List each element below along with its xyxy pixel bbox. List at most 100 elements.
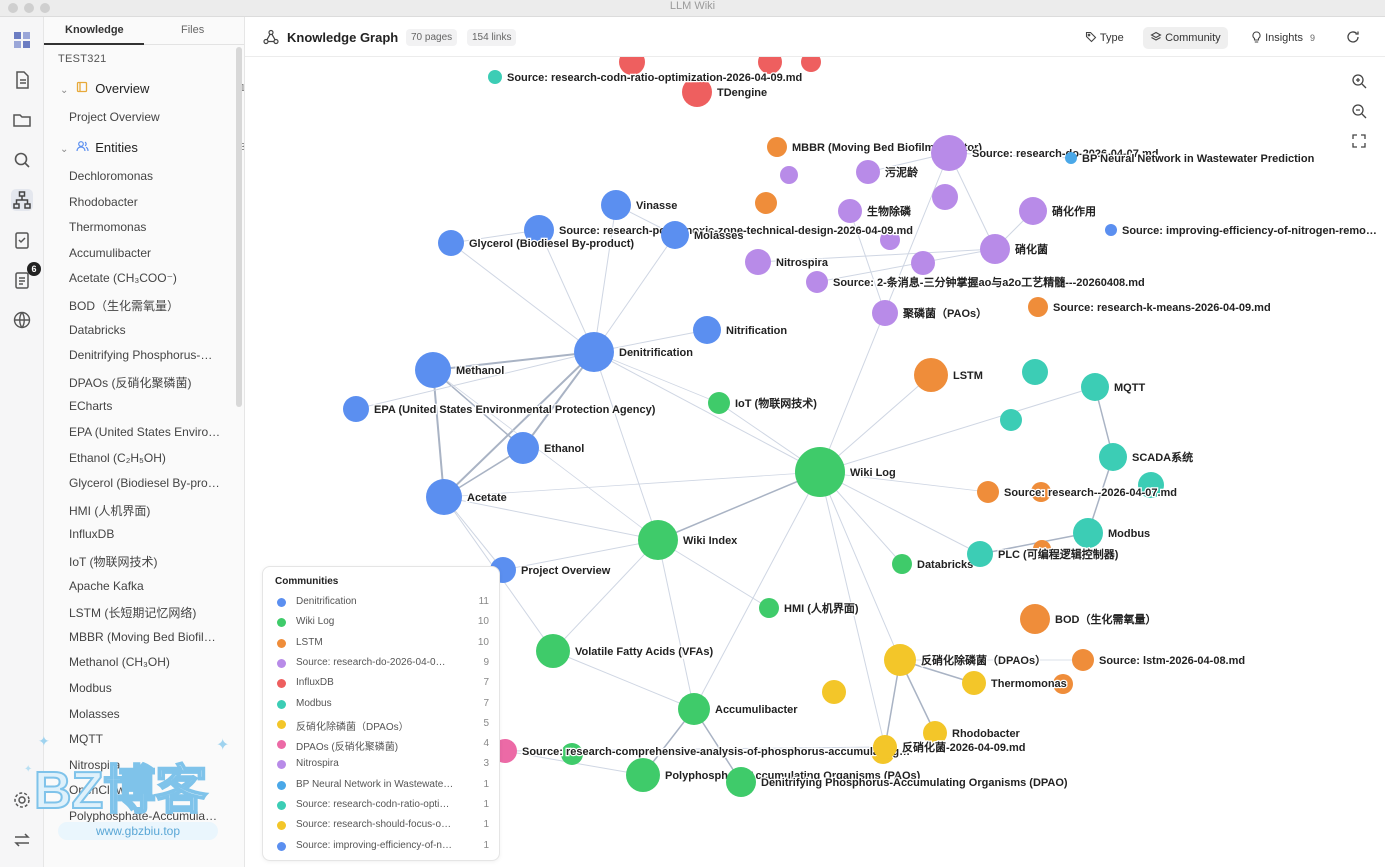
graph-node-xhj[interactable]: 硝化菌 xyxy=(980,234,1049,264)
graph-node-rhodobacter[interactable]: Rhodobacter xyxy=(923,721,1022,745)
graph-node-bod[interactable]: BOD（生化需氧量） xyxy=(1020,604,1158,634)
sidebar-entity-item[interactable]: Methanol (CH₃OH) xyxy=(69,655,170,670)
graph-node-iot[interactable]: IoT (物联网技术) xyxy=(708,392,818,414)
graph-node-methanol[interactable]: Methanol xyxy=(415,352,506,388)
graph-node-circle[interactable] xyxy=(980,234,1010,264)
graph-node-circle[interactable] xyxy=(1099,443,1127,471)
graph-node-glycerol[interactable]: Glycerol (Biodiesel By-product) xyxy=(438,230,636,256)
graph-node-circle[interactable] xyxy=(682,77,712,107)
graph-node-circle[interactable] xyxy=(967,541,993,567)
graph-node-circle[interactable] xyxy=(1081,373,1109,401)
graph-node-jlj[interactable]: 聚磷菌（PAOs） xyxy=(872,300,988,326)
graph-node-circle[interactable] xyxy=(931,135,967,171)
insights-button[interactable]: Insights 9 xyxy=(1244,27,1322,49)
graph-node-circle[interactable] xyxy=(856,160,880,184)
graph-node-circle[interactable] xyxy=(726,767,756,797)
graph-node-xhzy[interactable]: 硝化作用 xyxy=(1019,197,1097,225)
app-logo-icon[interactable] xyxy=(11,29,33,51)
graph-node-circle[interactable] xyxy=(759,598,779,618)
graph-node[interactable] xyxy=(932,184,958,210)
search-icon[interactable] xyxy=(11,149,33,171)
graph-node-wikiindex[interactable]: Wiki Index xyxy=(638,520,739,560)
graph-node-circle[interactable] xyxy=(524,215,554,245)
graph-node-circle[interactable] xyxy=(806,271,828,293)
graph-node[interactable] xyxy=(880,230,900,250)
sidebar-entity-item[interactable]: Apache Kafka xyxy=(69,578,144,593)
graph-node-circle[interactable] xyxy=(1072,649,1094,671)
graph-node-swtl[interactable]: 生物除磷 xyxy=(838,199,913,223)
zoom-out-icon[interactable] xyxy=(1350,102,1372,124)
sidebar-entity-item[interactable]: Rhodobacter xyxy=(69,194,138,209)
graph-node-src-lstm[interactable]: Source: lstm-2026-04-08.md xyxy=(1072,649,1246,671)
graph-node-acetate[interactable]: Acetate xyxy=(426,479,508,515)
graph-node-circle[interactable] xyxy=(1105,224,1117,236)
graph-node-mqtt[interactable]: MQTT xyxy=(1081,373,1147,401)
graph-node-circle[interactable] xyxy=(977,481,999,503)
graph-node-circle[interactable] xyxy=(838,199,862,223)
review-icon[interactable] xyxy=(11,269,33,291)
minimize-window-button[interactable] xyxy=(24,3,34,13)
sidebar-entity-item[interactable]: MBBR (Moving Bed Biofil… xyxy=(69,629,216,644)
zoom-window-button[interactable] xyxy=(40,3,50,13)
graph-node-plc[interactable]: PLC (可编程逻辑控制器) xyxy=(967,541,1120,567)
graph-node-hmi[interactable]: HMI (人机界面) xyxy=(759,598,860,618)
zoom-in-icon[interactable] xyxy=(1350,72,1372,94)
graph-node-circle[interactable] xyxy=(574,332,614,372)
graph-node-circle[interactable] xyxy=(638,520,678,560)
graph-node-circle[interactable] xyxy=(923,721,947,745)
graph-node-lstm[interactable]: LSTM xyxy=(914,358,984,392)
legend-row[interactable]: Source: research-do-2026-04-0…9 xyxy=(277,656,489,672)
sidebar-entity-item[interactable]: Molasses xyxy=(69,706,120,721)
graph-node-circle[interactable] xyxy=(626,758,660,792)
fullscreen-icon[interactable] xyxy=(1350,132,1372,154)
graph-node-accumulibacter[interactable]: Accumulibacter xyxy=(678,693,799,725)
graph-node-src-anoxic[interactable]: Source: research-post-anoxic-zone-techni… xyxy=(524,215,914,245)
section-overview[interactable]: ⌄ Overview 1 xyxy=(60,81,244,99)
graph-node[interactable] xyxy=(801,52,821,72)
graph-node-circle[interactable] xyxy=(536,634,570,668)
graph-node-denitrification[interactable]: Denitrification xyxy=(574,332,694,372)
graph-node-circle[interactable] xyxy=(488,70,502,84)
close-window-button[interactable] xyxy=(8,3,18,13)
graph-node-circle[interactable] xyxy=(693,316,721,344)
graph-node-src-do[interactable]: Source: research-do-2026-04-07.md xyxy=(931,135,1160,171)
sidebar-entity-item[interactable]: EPA (United States Enviro… xyxy=(69,425,221,439)
graph-node-src-codn[interactable]: Source: research-codn-ratio-optimization… xyxy=(488,70,804,85)
graph-node-circle[interactable] xyxy=(914,358,948,392)
sidebar-entity-item[interactable]: Accumulibacter xyxy=(69,245,152,260)
graph-node-epa[interactable]: EPA (United States Environmental Protect… xyxy=(343,396,657,422)
graph-node-vinasse[interactable]: Vinasse xyxy=(601,190,679,220)
graph-node[interactable] xyxy=(1033,540,1051,558)
section-entities[interactable]: ⌄ Entities 37 xyxy=(60,140,244,158)
graph-node-circle[interactable] xyxy=(708,392,730,414)
sidebar-entity-item[interactable]: Databricks xyxy=(69,322,126,337)
globe-icon[interactable] xyxy=(11,309,33,331)
graph-node-bpnn[interactable]: BP Neural Network in Wastewater Predicti… xyxy=(1065,152,1316,166)
settings-icon[interactable] xyxy=(11,789,33,811)
folder-icon[interactable] xyxy=(11,109,33,131)
graph-node[interactable] xyxy=(561,743,583,765)
legend-row[interactable]: Source: research-codn-ratio-opti…1 xyxy=(277,798,489,814)
graph-node-circle[interactable] xyxy=(343,396,369,422)
sidebar-entity-item[interactable]: Nitrospira xyxy=(69,757,121,772)
graph-node-circle[interactable] xyxy=(962,671,986,695)
graph-node[interactable] xyxy=(911,251,935,275)
graph-node-wikilog[interactable]: Wiki Log xyxy=(795,447,897,497)
document-icon[interactable] xyxy=(11,69,33,91)
tab-knowledge[interactable]: Knowledge xyxy=(65,24,124,36)
graph-node-src-research07[interactable]: Source: research--2026-04-07.md xyxy=(977,481,1178,503)
sidebar-entity-item[interactable]: Acetate (CH₃COO⁻) xyxy=(69,271,177,286)
graph-node-tdengine[interactable]: TDengine xyxy=(682,77,768,107)
graph-node[interactable] xyxy=(1053,674,1073,694)
graph-node-nitrospira[interactable]: Nitrospira xyxy=(745,249,830,275)
graph-node-wunilin[interactable]: 污泥龄 xyxy=(856,160,920,184)
graph-node-circle[interactable] xyxy=(767,137,787,157)
sidebar-entity-item[interactable]: Polyphosphate-Accumula… xyxy=(69,809,218,823)
graph-node-circle[interactable] xyxy=(892,554,912,574)
graph-node[interactable] xyxy=(755,192,777,214)
graph-node-circle[interactable] xyxy=(678,693,710,725)
